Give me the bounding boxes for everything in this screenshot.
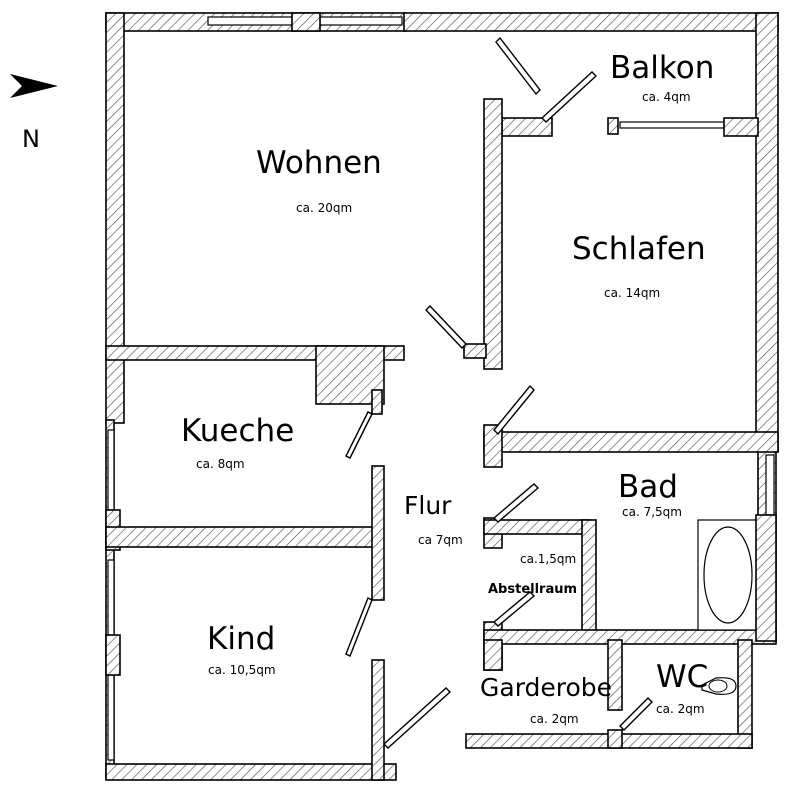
door-wohnen[interactable] <box>425 304 467 350</box>
north-arrow-icon <box>10 74 58 98</box>
room-name-flur: Flur <box>404 491 452 520</box>
wall-right-upper <box>755 12 779 452</box>
wall-wc-left <box>607 639 623 711</box>
room-area-flur: ca 7qm <box>418 533 463 547</box>
wall-flur-left-1 <box>371 465 385 601</box>
wall-top-right <box>403 12 779 32</box>
room-name-schlafen: Schlafen <box>572 231 706 267</box>
room-name-kueche: Kueche <box>181 413 294 449</box>
wall-schlafen-jamb <box>483 424 503 468</box>
wall-left-upper <box>105 12 125 424</box>
wall-schlafen-bottom <box>483 431 779 453</box>
wall-abst-top <box>483 519 591 535</box>
wall-garderobe-left <box>483 639 503 671</box>
wall-balkon-mid <box>607 117 619 135</box>
door-bad[interactable] <box>492 483 540 523</box>
room-area-schlafen: ca. 14qm <box>604 286 660 300</box>
window-bad <box>765 454 775 516</box>
door-kind[interactable] <box>345 597 373 657</box>
wall-wohnen-schlafen <box>483 98 503 370</box>
room-name-bad: Bad <box>618 469 678 505</box>
room-area-abstellraum: ca.1,5qm <box>520 552 576 566</box>
room-area-wohnen: ca. 20qm <box>296 201 352 215</box>
door-wc[interactable] <box>619 697 653 731</box>
room-area-wc: ca. 2qm <box>656 702 705 716</box>
door-kueche[interactable] <box>345 411 373 459</box>
door-balkon[interactable] <box>495 36 541 96</box>
door-schlafen-balkon[interactable] <box>540 71 598 123</box>
room-area-balkon: ca. 4qm <box>642 90 691 104</box>
wall-bottom <box>105 763 397 781</box>
room-area-bad: ca. 7,5qm <box>622 505 682 519</box>
wall-left-pier-2 <box>105 634 121 676</box>
room-name-wohnen: Wohnen <box>256 145 382 181</box>
room-name-garderobe: Garderobe <box>480 673 612 702</box>
window-kind-1 <box>107 559 115 636</box>
window-schlafen <box>619 121 725 129</box>
room-name-kind: Kind <box>207 621 275 657</box>
room-area-kueche: ca. 8qm <box>196 457 245 471</box>
north-label: N <box>22 125 40 153</box>
window-kind-2 <box>107 674 115 761</box>
wall-bad-right <box>755 514 777 642</box>
door-entrance[interactable] <box>382 687 452 749</box>
window-wohnen-2 <box>319 16 403 26</box>
wall-wc-jamb-bottom <box>607 729 623 749</box>
room-area-kind: ca. 10,5qm <box>208 663 276 677</box>
wall-kueche-door-jamb <box>371 389 383 415</box>
room-name-balkon: Balkon <box>610 50 714 86</box>
wall-window-pier <box>291 12 321 32</box>
wall-flur-left-2 <box>371 659 385 781</box>
window-kueche <box>107 429 115 511</box>
door-schlafen[interactable] <box>493 384 535 436</box>
wall-bad-bottom <box>483 629 777 645</box>
toilet-icon <box>701 677 737 695</box>
wall-abst-right <box>581 519 597 635</box>
room-name-wc: WC <box>656 659 708 695</box>
wall-wohnen-stub <box>463 343 487 359</box>
room-name-abstellraum: Abstellraum <box>488 582 577 597</box>
wall-balkon-right <box>723 117 759 137</box>
room-area-garderobe: ca. 2qm <box>530 712 579 726</box>
wall-kueche-kind <box>105 526 383 548</box>
wall-wc-right <box>737 639 753 749</box>
door-abstellraum[interactable] <box>492 591 536 627</box>
window-wohnen-1 <box>207 16 293 26</box>
